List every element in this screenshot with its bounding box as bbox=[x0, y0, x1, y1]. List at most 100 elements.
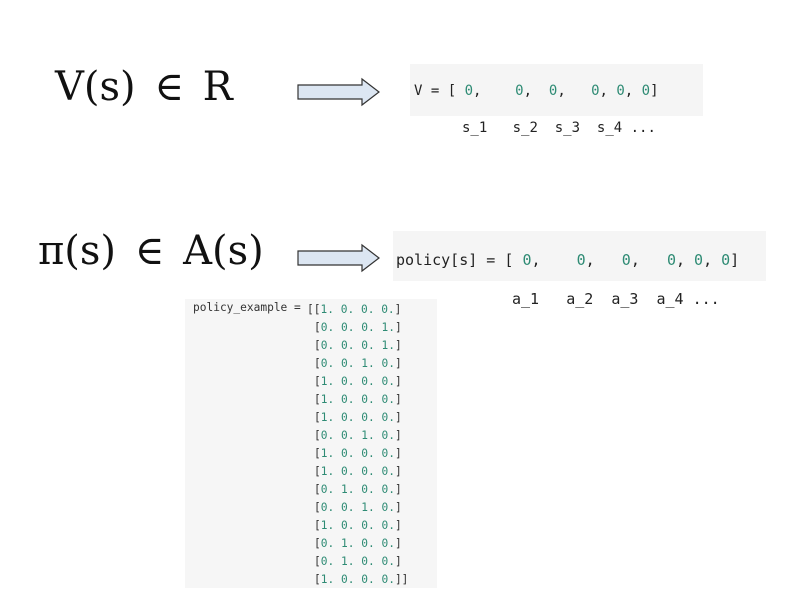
policy-example-row: [0. 1. 0. 0.] bbox=[314, 537, 402, 550]
policy-example-value: 1. bbox=[320, 375, 335, 388]
action-label: a_1 bbox=[512, 290, 540, 308]
action-label: a_2 bbox=[566, 290, 594, 308]
policy-example-value: 0. bbox=[361, 321, 375, 334]
element-of-symbol: ∈ bbox=[154, 64, 184, 110]
policy-example-row: [0. 0. 0. 1.] bbox=[314, 321, 402, 334]
policy-entry: 0 bbox=[576, 251, 586, 269]
policy-example-value: 1. bbox=[340, 483, 355, 496]
policy-equation: π(s) ∈ A(s) bbox=[38, 228, 264, 274]
policy-example-value: 0. bbox=[340, 303, 355, 316]
policy-example-row: [1. 0. 0. 0.] bbox=[314, 519, 402, 532]
policy-example-value: 0. bbox=[361, 393, 375, 406]
policy-example-value: 0. bbox=[320, 339, 335, 352]
policy-example-value: 0. bbox=[340, 465, 355, 478]
state-label: s_3 bbox=[554, 120, 581, 136]
policy-example-row: [1. 0. 0. 0.] bbox=[314, 465, 402, 478]
policy-example-value: 0. bbox=[381, 483, 395, 496]
policy-example-value: 1. bbox=[381, 321, 395, 334]
policy-example-value: 0. bbox=[381, 411, 395, 424]
policy-code-block: policy[s] = [ 0, 0, 0, 0, 0, 0] a_1 a_2 … bbox=[393, 231, 766, 308]
policy-example-label: policy_example = bbox=[193, 301, 308, 314]
policy-example-value: 1. bbox=[320, 447, 335, 460]
policy-example-value: 1. bbox=[320, 465, 335, 478]
policy-example-row: [0. 1. 0. 0.] bbox=[314, 483, 402, 496]
policy-example-value: 0. bbox=[381, 357, 395, 370]
policy-example-value: 0. bbox=[381, 393, 395, 406]
policy-example-value: 0. bbox=[361, 483, 375, 496]
policy-example-value: 0. bbox=[340, 321, 355, 334]
policy-example-value: 1. bbox=[320, 411, 335, 424]
policy-example-value: 0. bbox=[381, 303, 395, 316]
policy-entry: 0 bbox=[621, 251, 631, 269]
policy-example-value: 0. bbox=[320, 483, 335, 496]
policy-example-value: 0. bbox=[340, 519, 355, 532]
value-array-line: V = [ 0, 0, 0, 0, 0, 0] bbox=[414, 83, 659, 99]
policy-example-value: 1. bbox=[340, 537, 355, 550]
policy-entry: 0 bbox=[522, 251, 532, 269]
element-of-symbol: ∈ bbox=[134, 228, 165, 274]
policy-example-value: 0. bbox=[361, 375, 375, 388]
policy-example-value: 1. bbox=[320, 519, 335, 532]
policy-example-row: [1. 0. 0. 0.] bbox=[314, 447, 402, 460]
policy-example-value: 0. bbox=[320, 429, 335, 442]
value-entry: 0 bbox=[616, 83, 625, 99]
state-label: s_1 bbox=[462, 120, 488, 136]
policy-example-value: 0. bbox=[361, 573, 375, 586]
policy-array-line: policy[s] = [ 0, 0, 0, 0, 0, 0] bbox=[396, 251, 740, 269]
value-equation: V(s) ∈ R bbox=[55, 64, 233, 110]
value-entry: 0 bbox=[464, 83, 474, 99]
policy-entry: 0 bbox=[721, 251, 731, 269]
policy-example-value: 0. bbox=[361, 519, 375, 532]
policy-example-value: 1. bbox=[340, 555, 355, 568]
policy-example-row: [0. 0. 1. 0.] bbox=[314, 429, 402, 442]
policy-example-value: 0. bbox=[340, 393, 355, 406]
policy-array-prefix: policy[s] = [ bbox=[396, 251, 523, 269]
policy-example-row: [[1. 0. 0. 0.] bbox=[307, 303, 402, 316]
policy-example-value: 0. bbox=[320, 555, 335, 568]
policy-example-value: 0. bbox=[320, 357, 335, 370]
policy-example-value: 0. bbox=[320, 501, 335, 514]
policy-example-value: 0. bbox=[381, 519, 395, 532]
policy-example-value: 0. bbox=[361, 339, 375, 352]
policy-example-value: 0. bbox=[381, 573, 395, 586]
policy-entry: 0 bbox=[694, 251, 704, 269]
policy-example-value: 0. bbox=[361, 447, 375, 460]
policy-example-row: [1. 0. 0. 0.]] bbox=[314, 573, 409, 586]
policy-example-row: [0. 0. 0. 1.] bbox=[314, 339, 402, 352]
policy-example-value: 0. bbox=[340, 429, 355, 442]
policy-example-value: 0. bbox=[381, 501, 395, 514]
value-array-prefix: V = [ bbox=[414, 83, 465, 99]
policy-example-row: [1. 0. 0. 0.] bbox=[314, 411, 402, 424]
policy-example-value: 1. bbox=[361, 501, 375, 514]
right-arrow-icon bbox=[297, 243, 380, 273]
policy-example-value: 0. bbox=[340, 501, 355, 514]
policy-example-value: 0. bbox=[381, 465, 395, 478]
policy-example-value: 0. bbox=[361, 555, 375, 568]
action-label: a_3 bbox=[611, 290, 639, 308]
policy-example-row: [0. 0. 1. 0.] bbox=[314, 501, 402, 514]
policy-example-block: policy_example = [[1. 0. 0. 0.] [0. 0. 0.… bbox=[185, 299, 437, 588]
policy-example-row: [1. 0. 0. 0.] bbox=[314, 393, 402, 406]
policy-example-row: [0. 0. 1. 0.] bbox=[314, 357, 402, 370]
value-entry: 0 bbox=[515, 83, 524, 99]
policy-example-row: [0. 1. 0. 0.] bbox=[314, 555, 402, 568]
policy-entry: 0 bbox=[666, 251, 676, 269]
state-label: s_4 ... bbox=[596, 120, 656, 136]
policy-example-value: 0. bbox=[381, 537, 395, 550]
policy-example-value: 0. bbox=[361, 411, 375, 424]
value-array-suffix: ] bbox=[650, 83, 659, 99]
policy-example-value: 0. bbox=[340, 411, 355, 424]
policy-example-value: 1. bbox=[320, 303, 334, 316]
policy-example-value: 0. bbox=[340, 339, 355, 352]
state-label: s_2 bbox=[512, 120, 538, 136]
policy-example-value: 0. bbox=[361, 465, 375, 478]
policy-example-value: 0. bbox=[340, 357, 355, 370]
policy-example-value: 0. bbox=[360, 303, 375, 316]
value-entry: 0 bbox=[641, 83, 651, 99]
policy-example-value: 1. bbox=[320, 393, 335, 406]
action-labels-line: a_1 a_2 a_3 a_4 ... bbox=[393, 289, 766, 309]
value-lhs: V(s) bbox=[55, 64, 136, 110]
policy-lhs: π(s) bbox=[38, 228, 117, 274]
value-entry: 0 bbox=[548, 83, 558, 99]
policy-example-value: 0. bbox=[340, 573, 355, 586]
